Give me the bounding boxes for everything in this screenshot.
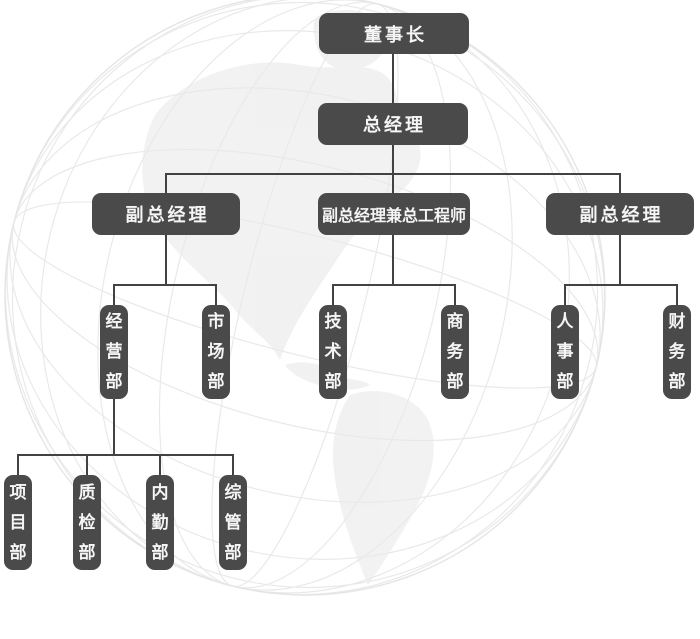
- node-deputy-gm-chief-engineer: 副总经理兼总工程师: [318, 193, 470, 235]
- node-label: 财务部: [668, 312, 686, 391]
- node-general-manager: 总经理: [318, 103, 468, 145]
- node-tech-dept: 技术部: [319, 305, 347, 399]
- node-label: 经营部: [105, 312, 123, 391]
- node-deputy-gm-right: 副总经理: [546, 193, 694, 235]
- node-deputy-gm-left: 副总经理: [92, 193, 240, 235]
- node-market-dept: 市场部: [202, 305, 230, 399]
- node-business-dept: 经营部: [100, 305, 128, 399]
- node-hr-dept: 人事部: [551, 305, 579, 399]
- node-general-mgmt-dept: 综管部: [219, 475, 247, 570]
- node-label: 商务部: [446, 312, 464, 391]
- node-project-dept: 项目部: [4, 475, 32, 570]
- node-label: 人事部: [556, 312, 574, 391]
- node-label: 内勤部: [151, 482, 169, 562]
- node-label: 综管部: [224, 482, 242, 562]
- globe-outline: [4, 0, 606, 596]
- node-label: 技术部: [324, 312, 342, 391]
- node-finance-dept: 财务部: [663, 305, 691, 399]
- node-label: 质检部: [78, 482, 96, 562]
- node-label: 市场部: [207, 312, 225, 391]
- node-label: 项目部: [9, 482, 27, 562]
- node-chairman: 董事长: [319, 13, 469, 54]
- node-internal-dept: 内勤部: [146, 475, 174, 570]
- node-quality-dept: 质检部: [73, 475, 101, 570]
- node-commerce-dept: 商务部: [441, 305, 469, 399]
